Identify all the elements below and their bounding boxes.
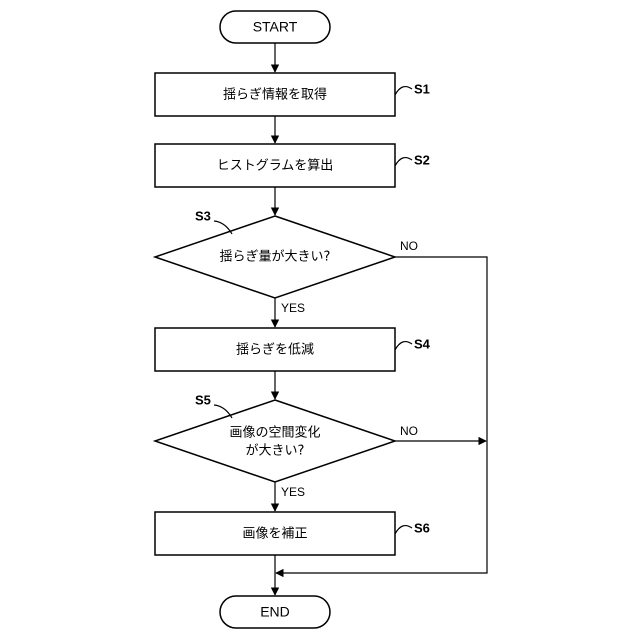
- decision-s3-text: 揺らぎ量が大きい?: [220, 250, 331, 265]
- process-s1-text: 揺らぎ情報を取得: [223, 87, 327, 103]
- branch-label-s5-yes: YES: [281, 485, 305, 499]
- branch-label-s3-no: NO: [400, 239, 418, 253]
- step-label-s1: S1: [414, 81, 430, 96]
- decision-s5-text-line1: 画像の空間変化: [229, 425, 320, 441]
- step-label-s3: S3: [195, 208, 211, 223]
- step-label-s6: S6: [414, 520, 430, 535]
- end-node: END: [220, 596, 330, 628]
- step-label-s5: S5: [195, 392, 211, 407]
- process-s6: 画像を補正: [155, 512, 395, 555]
- leader-s1: [395, 87, 412, 95]
- branch-label-s3-yes: YES: [281, 301, 305, 315]
- start-text: START: [253, 19, 298, 35]
- end-text: END: [260, 604, 290, 620]
- decision-s5: 画像の空間変化 が大きい?: [155, 400, 395, 482]
- leader-s6: [395, 526, 412, 534]
- process-s2-text: ヒストグラムを算出: [217, 159, 334, 174]
- decision-s5-text-line2: が大きい?: [246, 444, 305, 459]
- process-s2: ヒストグラムを算出: [155, 144, 395, 187]
- process-s6-text: 画像を補正: [242, 527, 307, 542]
- start-node: START: [220, 11, 330, 43]
- leader-s2: [395, 158, 412, 166]
- process-s4-text: 揺らぎを低減: [236, 342, 314, 358]
- process-s1: 揺らぎ情報を取得: [155, 73, 395, 116]
- process-s4: 揺らぎを低減: [155, 328, 395, 371]
- decision-s3: 揺らぎ量が大きい?: [155, 216, 395, 298]
- step-label-s4: S4: [414, 336, 431, 351]
- leader-s4: [395, 342, 412, 350]
- step-label-s2: S2: [414, 152, 430, 167]
- branch-label-s5-no: NO: [400, 424, 418, 438]
